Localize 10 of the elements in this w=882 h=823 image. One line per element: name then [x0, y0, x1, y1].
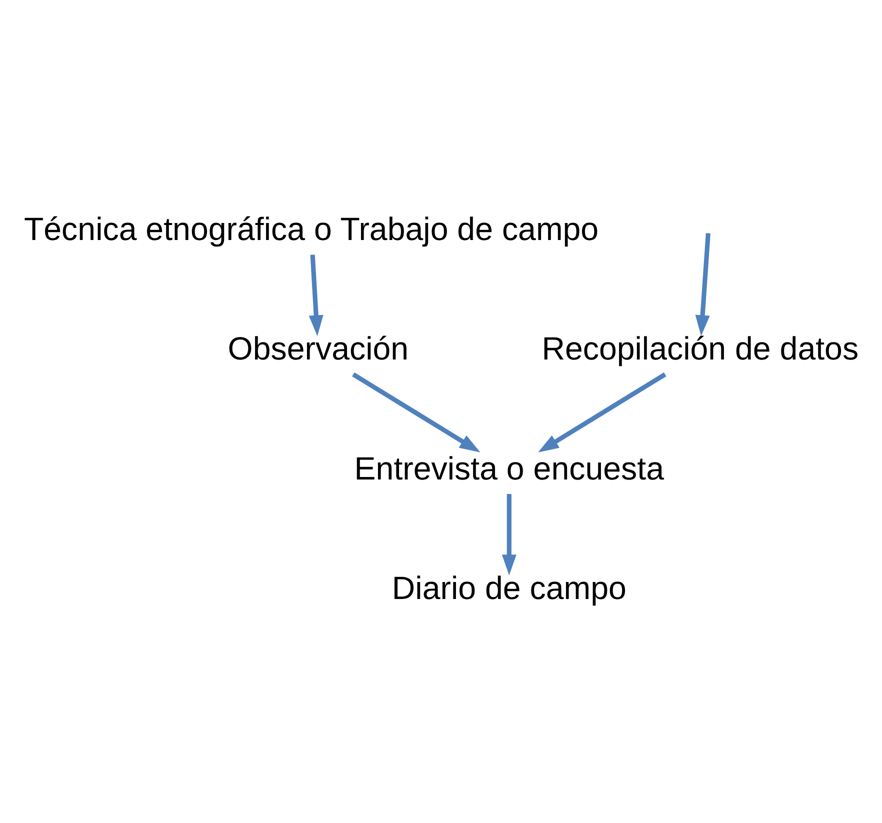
arrow	[352, 372, 480, 452]
node-text: Recopilación de datos	[542, 330, 859, 367]
node-text: Diario de campo	[392, 570, 626, 606]
arrow	[308, 254, 324, 336]
arrow	[538, 372, 666, 452]
node-text: Observación	[228, 330, 409, 367]
arrow	[502, 494, 516, 576]
node-text: Técnica etnográfica o Trabajo de campo	[24, 210, 599, 247]
node-text: Entrevista o encuesta	[354, 450, 664, 486]
arrow	[695, 233, 710, 336]
